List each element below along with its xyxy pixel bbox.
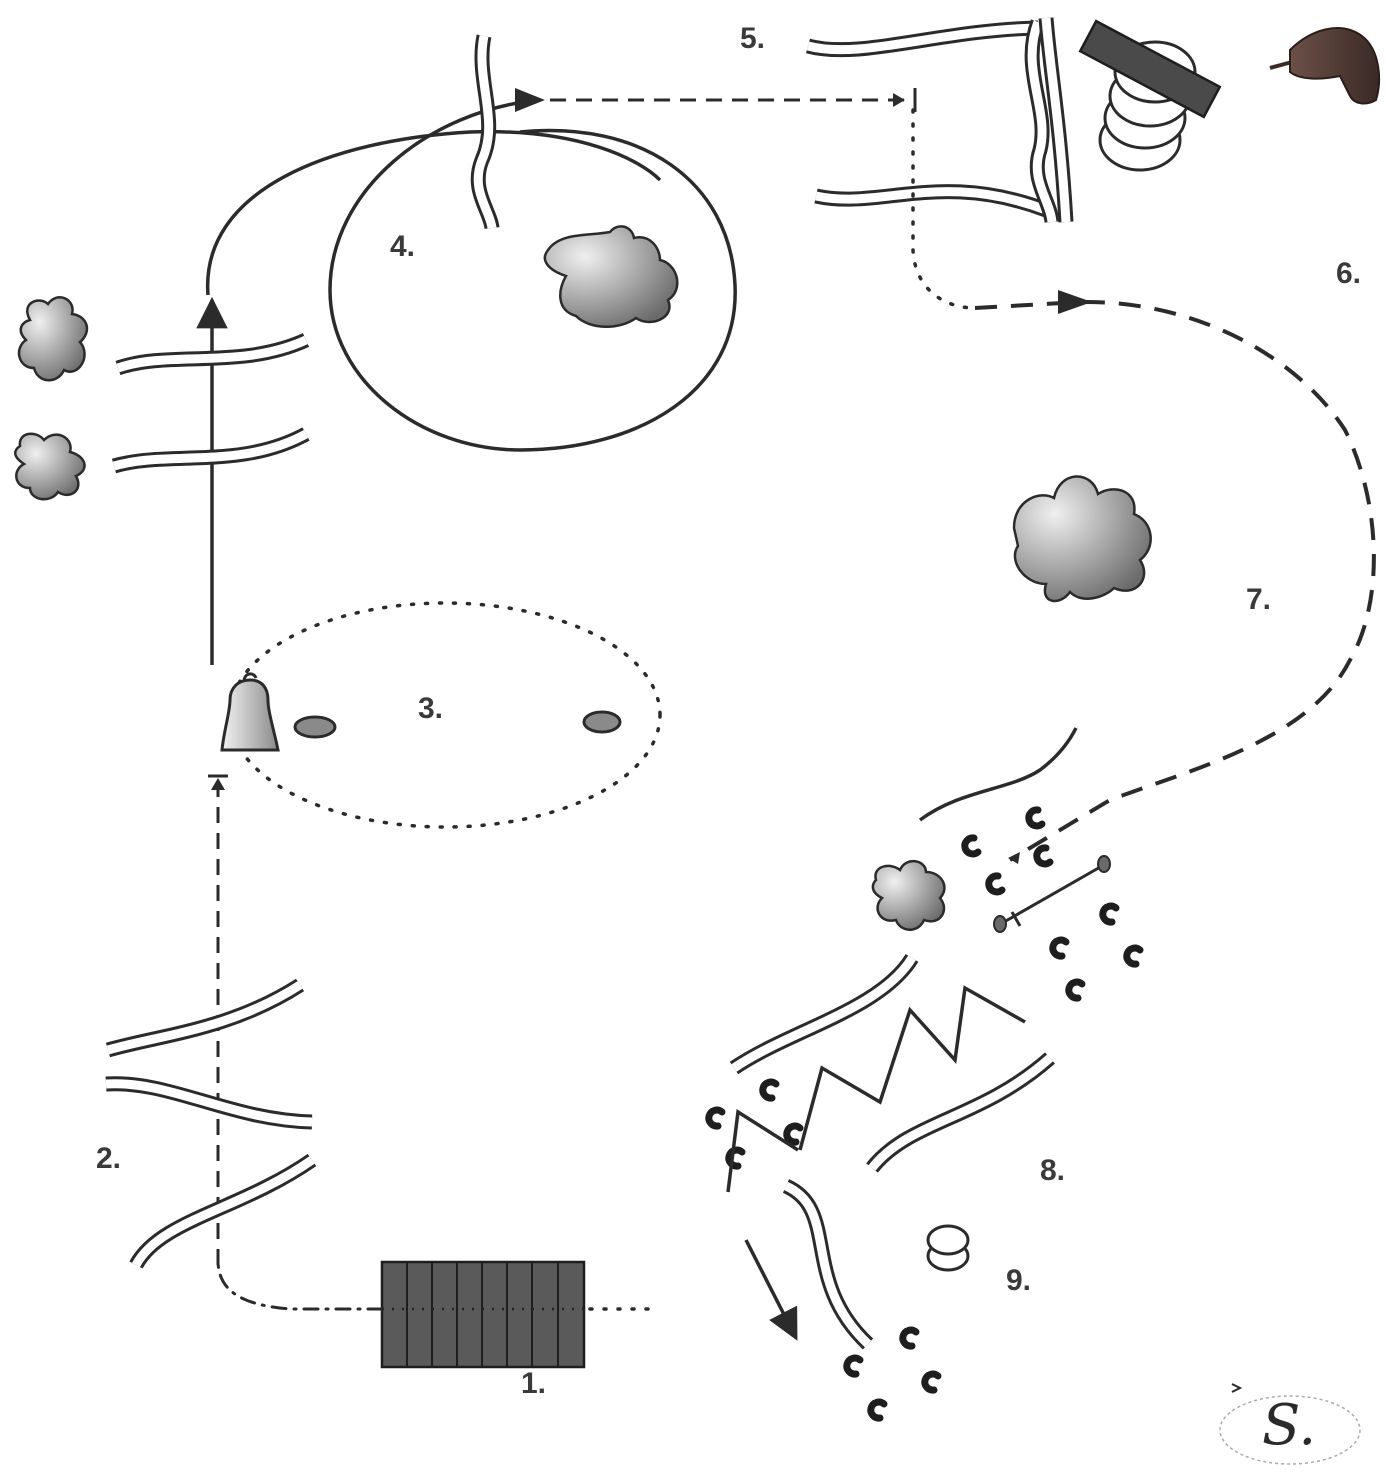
hook-cluster-bottom — [843, 1326, 942, 1422]
strip-vertical-step-4 — [470, 34, 500, 230]
blob-strip-pair — [14, 296, 310, 501]
signature: S. — [1219, 1383, 1361, 1465]
strip — [806, 20, 1039, 58]
strip — [729, 953, 919, 1075]
pin-icon — [993, 852, 1111, 933]
blob — [543, 225, 679, 328]
oval-marker-right — [582, 710, 622, 734]
step-label-1: 1. — [521, 1367, 546, 1400]
strip — [105, 1076, 313, 1130]
thin-line — [726, 1109, 799, 1193]
solid-curve-to-circle — [206, 129, 662, 296]
dotted-line-down-step-5 — [911, 108, 977, 310]
hook-cluster-left — [705, 1078, 804, 1170]
strip — [115, 333, 310, 376]
step-label-3: 3. — [418, 692, 443, 725]
blob — [1012, 475, 1152, 603]
step-label-2: 2. — [96, 1142, 121, 1175]
wavy-line — [918, 727, 1078, 822]
step-label-8: 8. — [1040, 1154, 1065, 1187]
bell-icon — [220, 672, 280, 752]
arrow-down-right — [744, 1239, 798, 1341]
blob — [17, 296, 89, 382]
strip — [866, 1052, 1055, 1173]
step-label-7: 7. — [1246, 583, 1271, 616]
strip — [111, 427, 310, 474]
step-label-5: 5. — [740, 22, 765, 55]
dotted-ellipse-step-3 — [228, 601, 662, 829]
stop-arrow-right — [893, 93, 905, 107]
curve-arrow-head — [1058, 290, 1092, 314]
strip — [782, 1179, 874, 1350]
frame-step-5 — [806, 17, 1074, 224]
dashed-curve-step-7 — [974, 299, 1376, 862]
strip — [105, 978, 305, 1058]
blob — [871, 860, 946, 931]
step-label-9: 9. — [1006, 1264, 1031, 1297]
drill-icon — [1269, 27, 1381, 105]
roll-small-icon — [926, 1224, 970, 1272]
dashed-path-block-to-bell — [216, 1258, 384, 1311]
hook-cluster-upper — [961, 806, 1144, 1002]
loop-circle-step-4 — [328, 98, 737, 452]
strip-group-2 — [105, 978, 317, 1269]
step-label-4: 4. — [390, 230, 415, 263]
strip — [129, 1153, 317, 1269]
roll-stack-icon — [1078, 19, 1222, 172]
zigzag-line — [798, 985, 1026, 1151]
strip — [1024, 19, 1060, 224]
stop-arrow-up — [211, 778, 225, 790]
signature-text: S. — [1262, 1393, 1316, 1458]
strip — [1038, 17, 1074, 223]
loop-arrow-head — [515, 88, 545, 112]
oval-marker-left — [293, 715, 337, 739]
component-block-1 — [380, 1260, 586, 1369]
step-label-6: 6. — [1336, 257, 1361, 290]
strip — [814, 184, 1049, 218]
blob — [14, 432, 86, 501]
